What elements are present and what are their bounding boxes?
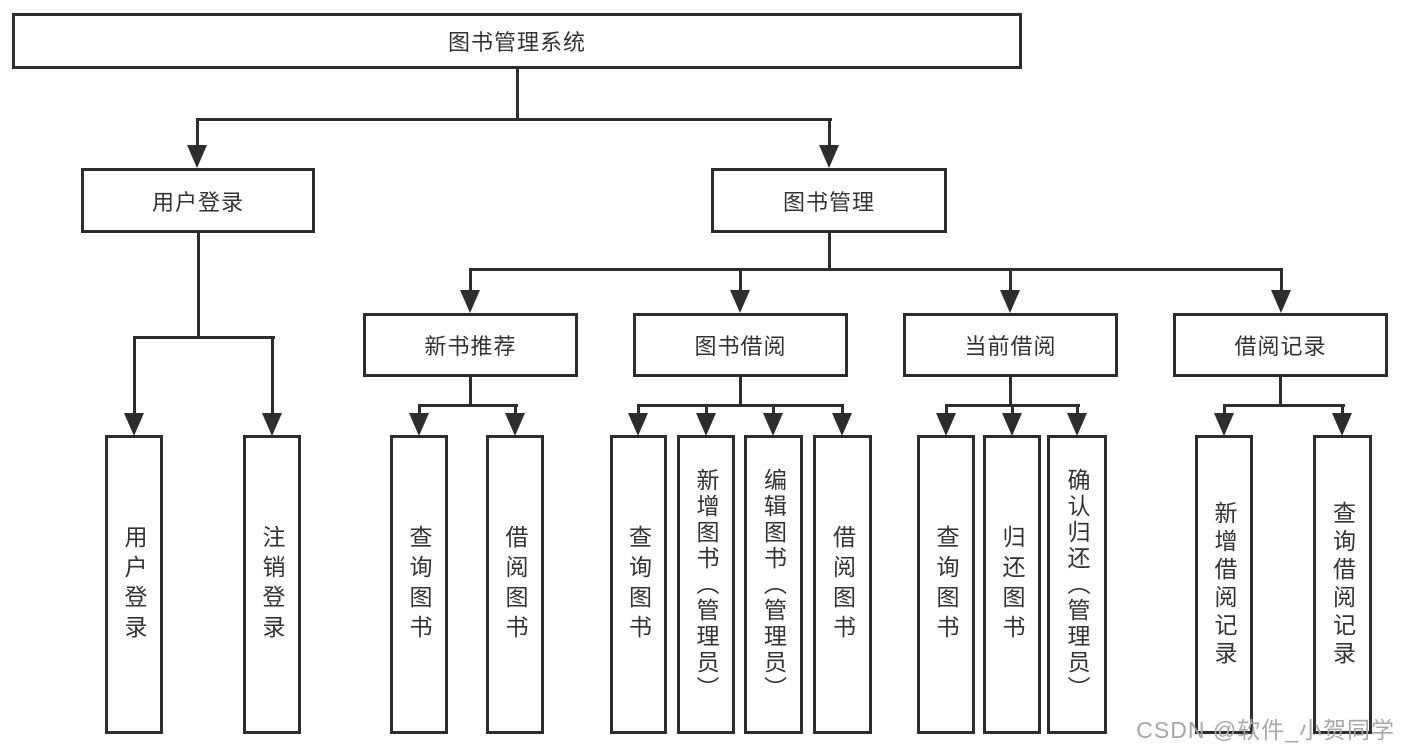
- connector-line: [705, 404, 708, 416]
- group-new-book-recommend-label: 新书推荐: [424, 334, 517, 359]
- connector-line: [1011, 404, 1014, 416]
- branch-book-management: 图书管理: [711, 168, 947, 233]
- arrowhead-icon: [1271, 290, 1291, 313]
- leaf-cb-return-books: 归还图书: [983, 435, 1041, 734]
- leaf-br-add-record-label: 新增借阅记录: [1211, 500, 1237, 669]
- arrowhead-icon: [819, 145, 839, 168]
- connector-line: [637, 404, 844, 407]
- leaf-cb-confirm-return-admin-label: 确认归还（管理员）: [1064, 467, 1090, 702]
- root-node: 图书管理系统: [12, 13, 1022, 69]
- leaf-user-login-label: 用户登录: [121, 524, 147, 645]
- arrowhead-icon: [763, 413, 783, 436]
- arrowhead-icon: [628, 413, 648, 436]
- arrowhead-icon: [187, 145, 207, 168]
- leaf-cb-confirm-return-admin: 确认归还（管理员）: [1047, 435, 1107, 734]
- leaf-logout-label: 注销登录: [259, 524, 285, 645]
- connector-line: [133, 336, 136, 416]
- leaf-bb-edit-books-admin-label: 编辑图书（管理员）: [760, 467, 787, 702]
- arrowhead-icon: [409, 413, 429, 436]
- connector-line: [1223, 404, 1345, 407]
- leaf-cb-return-books-label: 归还图书: [999, 524, 1025, 645]
- arrowhead-icon: [1002, 413, 1022, 436]
- leaf-cb-query-books-label: 查询图书: [933, 524, 959, 645]
- connector-line: [1009, 376, 1012, 407]
- connector-line: [1280, 268, 1283, 293]
- leaf-bb-query-books-label: 查询图书: [625, 524, 652, 645]
- root-node-label: 图书管理系统: [447, 30, 586, 55]
- arrowhead-icon: [1067, 413, 1087, 436]
- connector-line: [516, 68, 519, 120]
- arrowhead-icon: [1332, 413, 1352, 436]
- connector-line: [828, 118, 831, 150]
- leaf-nr-query-books-label: 查询图书: [406, 524, 432, 645]
- arrowhead-icon: [696, 413, 716, 436]
- leaf-user-login: 用户登录: [105, 435, 163, 734]
- group-current-borrowing: 当前借阅: [903, 313, 1118, 377]
- leaf-bb-edit-books-admin: 编辑图书（管理员）: [744, 435, 803, 734]
- connector-line: [196, 118, 199, 150]
- leaf-nr-borrow-books-label: 借阅图书: [502, 524, 528, 645]
- connector-line: [469, 376, 472, 407]
- connector-line: [841, 404, 844, 416]
- connector-line: [1223, 404, 1226, 416]
- connector-line: [418, 404, 421, 416]
- leaf-br-query-record: 查询借阅记录: [1313, 435, 1372, 734]
- connector-line: [197, 232, 200, 338]
- arrowhead-icon: [505, 413, 525, 436]
- connector-line: [828, 232, 831, 270]
- connector-line: [739, 268, 742, 293]
- connector-line: [133, 336, 275, 339]
- leaf-bb-borrow-books: 借阅图书: [813, 435, 872, 734]
- branch-book-management-label: 图书管理: [782, 189, 875, 215]
- connector-line: [418, 404, 518, 407]
- group-current-borrowing-label: 当前借阅: [964, 334, 1057, 359]
- leaf-br-add-record: 新增借阅记录: [1195, 435, 1253, 734]
- arrowhead-icon: [832, 413, 852, 436]
- connector-line: [1009, 268, 1012, 293]
- connector-line: [739, 376, 742, 407]
- leaf-nr-query-books: 查询图书: [390, 435, 448, 734]
- branch-user-login-label: 用户登录: [151, 189, 244, 215]
- connector-line: [945, 404, 948, 416]
- leaf-nr-borrow-books: 借阅图书: [486, 435, 544, 734]
- arrowhead-icon: [124, 413, 144, 436]
- branch-user-login: 用户登录: [81, 168, 315, 233]
- group-borrowing-records-label: 借阅记录: [1234, 334, 1327, 359]
- connector-line: [1341, 404, 1344, 416]
- leaf-bb-borrow-books-label: 借阅图书: [829, 524, 856, 645]
- arrowhead-icon: [1214, 413, 1234, 436]
- leaf-bb-query-books: 查询图书: [610, 435, 667, 734]
- leaf-logout: 注销登录: [243, 435, 301, 734]
- connector-line: [772, 404, 775, 416]
- connector-line: [469, 268, 1283, 271]
- connector-line: [196, 118, 832, 121]
- connector-line: [469, 268, 472, 293]
- csdn-watermark: CSDN @软件_小贺同学: [1136, 717, 1395, 743]
- leaf-bb-add-books-admin-label: 新增图书（管理员）: [693, 467, 719, 702]
- group-book-borrowing: 图书借阅: [633, 313, 848, 377]
- arrowhead-icon: [460, 290, 480, 313]
- leaf-cb-query-books: 查询图书: [917, 435, 975, 734]
- connector-line: [1279, 376, 1282, 407]
- leaf-br-query-record-label: 查询借阅记录: [1329, 500, 1356, 669]
- group-book-borrowing-label: 图书借阅: [694, 334, 787, 359]
- arrowhead-icon: [730, 290, 750, 313]
- connector-line: [637, 404, 640, 416]
- connector-line: [514, 404, 517, 416]
- group-borrowing-records: 借阅记录: [1173, 313, 1388, 377]
- connector-line: [271, 336, 274, 416]
- arrowhead-icon: [936, 413, 956, 436]
- leaf-bb-add-books-admin: 新增图书（管理员）: [677, 435, 735, 734]
- connector-line: [1076, 404, 1079, 416]
- group-new-book-recommend: 新书推荐: [363, 313, 578, 377]
- arrowhead-icon: [262, 413, 282, 436]
- arrowhead-icon: [1000, 290, 1020, 313]
